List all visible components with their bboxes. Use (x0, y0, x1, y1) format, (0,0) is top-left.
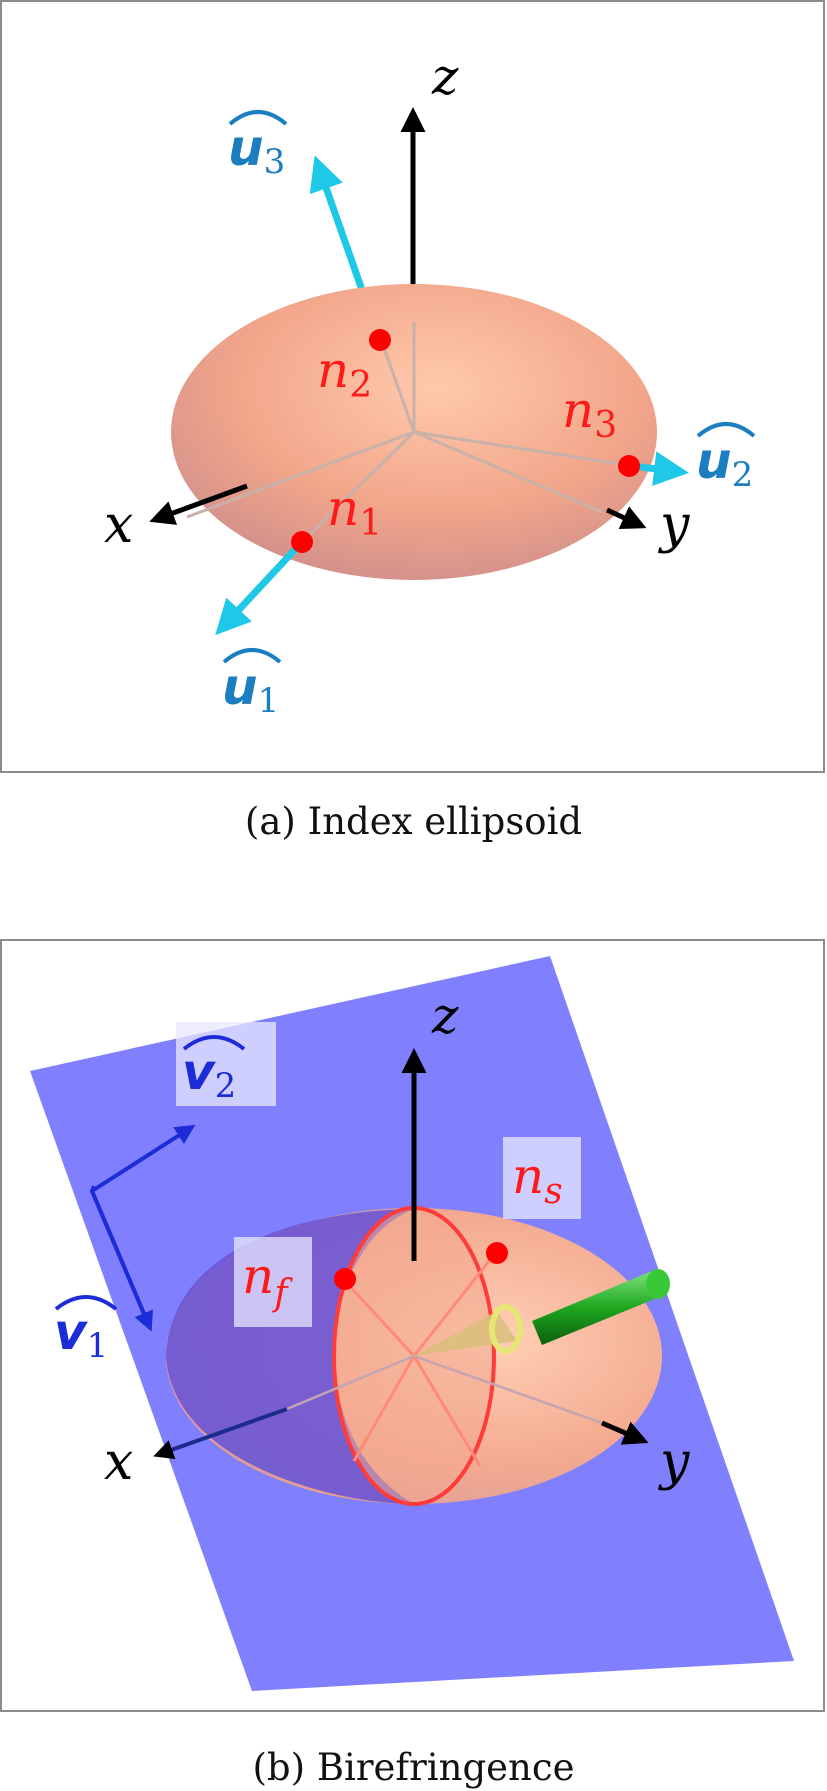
caption-b: (b) Birefringence (252, 1746, 575, 1789)
nf-point (334, 1268, 356, 1290)
x-axis (153, 1407, 288, 1460)
index-ellipsoid-panel: z x y n1 n2 n3 u3 u2 u1 (0, 0, 825, 773)
v2-label: v2 (182, 1035, 246, 1106)
svg-text:v1: v1 (54, 1303, 108, 1366)
n2-label: n2 (317, 341, 372, 406)
caption-a: (a) Index ellipsoid (244, 800, 583, 843)
x-axis-label: x (104, 495, 133, 555)
y-axis-label: y (658, 1432, 690, 1492)
u2-vector (631, 451, 689, 487)
z-axis-label: z (431, 48, 459, 106)
u1-vector (215, 539, 305, 636)
u1-label: u1 (222, 648, 282, 721)
birefringence-panel: z x y nf ns v2 v1 (0, 939, 825, 1712)
n3-label: n3 (562, 381, 617, 446)
n1-label: n1 (327, 479, 382, 544)
y-axis-label: y (658, 495, 690, 555)
svg-text:u3: u3 (228, 119, 285, 182)
ns-label-bg (503, 1137, 581, 1219)
birefringence-figure: z x y nf ns v2 v1 (30, 956, 794, 1691)
v2-label-bg (176, 1022, 276, 1106)
v1-vector (90, 1190, 153, 1332)
index-ellipsoid-figure: z x y n1 n2 n3 u3 u2 u1 (104, 48, 756, 721)
n3-point (618, 455, 640, 477)
y-axis (601, 1420, 649, 1445)
x-axis (149, 483, 248, 525)
section-axes (343, 1250, 499, 1467)
internal-axes (281, 1354, 603, 1425)
k-ring (489, 1304, 523, 1354)
internal-axes (186, 322, 628, 544)
propagation-direction (532, 1271, 662, 1345)
u2-label: u2 (696, 422, 756, 495)
nf-label-bg (234, 1237, 312, 1327)
ns-point (486, 1242, 508, 1264)
x-axis-label: x (104, 1432, 133, 1492)
y-axis (605, 506, 647, 530)
z-axis-label: z (431, 987, 459, 1045)
svg-text:u1: u1 (222, 658, 279, 721)
n2-point (369, 329, 391, 351)
svg-text:v2: v2 (182, 1043, 236, 1106)
u3-label: u3 (228, 110, 288, 182)
propagation-tip (646, 1269, 670, 1299)
n1-point (291, 531, 313, 553)
nf-label: nf (242, 1247, 293, 1314)
v1-label: v1 (54, 1295, 118, 1366)
svg-text:u2: u2 (696, 432, 753, 495)
v2-vector (90, 1124, 196, 1193)
ns-label: ns (512, 1147, 563, 1212)
